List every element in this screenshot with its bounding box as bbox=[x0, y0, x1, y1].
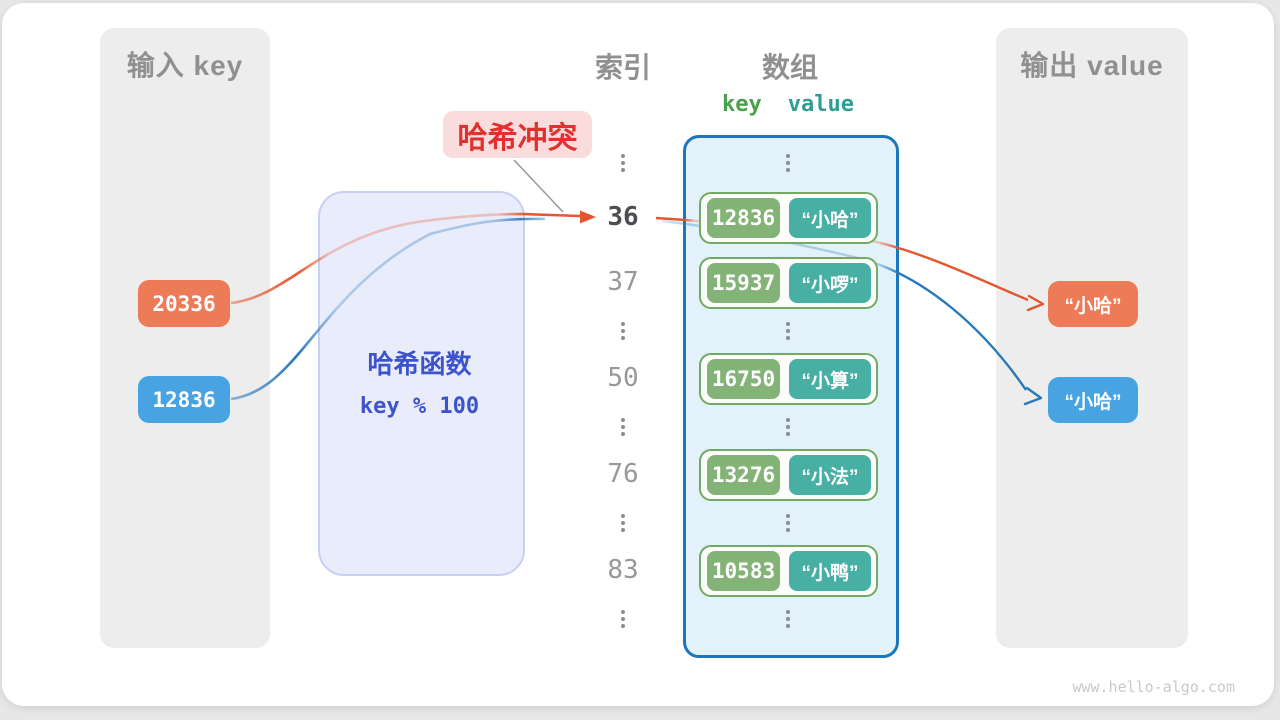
array-pair-row: 13276 “小法” bbox=[699, 449, 878, 501]
pair-key: 16750 bbox=[707, 359, 780, 399]
pair-key: 10583 bbox=[707, 551, 780, 591]
hash-collision-label: 哈希冲突 bbox=[443, 111, 592, 158]
pair-value: “小啰” bbox=[789, 263, 871, 303]
hash-function-title: 哈希函数 bbox=[367, 349, 472, 379]
index-value-76: 76 bbox=[607, 459, 639, 489]
array-column-header: 数组 bbox=[761, 52, 818, 83]
pair-value: “小哈” bbox=[789, 198, 871, 238]
output-panel-title: 输出 value bbox=[1020, 50, 1164, 81]
array-ellipsis bbox=[778, 610, 798, 628]
input-panel bbox=[100, 28, 270, 648]
input-key-12836: 12836 bbox=[138, 376, 230, 423]
array-ellipsis bbox=[778, 418, 798, 436]
hash-function-box bbox=[318, 191, 525, 576]
output-value-orange: “小哈” bbox=[1048, 281, 1138, 327]
input-panel-title: 输入 key bbox=[126, 50, 244, 81]
index-ellipsis bbox=[613, 322, 633, 340]
pair-key: 15937 bbox=[707, 263, 780, 303]
array-pair-row: 10583 “小鸭” bbox=[699, 545, 878, 597]
pair-key: 12836 bbox=[707, 198, 780, 238]
index-value-37: 37 bbox=[607, 267, 639, 297]
output-panel bbox=[996, 28, 1188, 648]
key-value-header: key value bbox=[683, 92, 893, 117]
array-pair-row: 12836 “小哈” bbox=[699, 192, 878, 244]
pair-key: 13276 bbox=[707, 455, 780, 495]
array-ellipsis bbox=[778, 514, 798, 532]
index-value-50: 50 bbox=[607, 363, 639, 393]
pair-value: “小鸭” bbox=[789, 551, 871, 591]
input-key-20336: 20336 bbox=[138, 280, 230, 327]
pair-value: “小算” bbox=[789, 359, 871, 399]
index-column-header: 索引 bbox=[594, 52, 651, 83]
value-header-label: value bbox=[787, 92, 854, 117]
index-value-83: 83 bbox=[607, 555, 639, 585]
index-ellipsis bbox=[613, 418, 633, 436]
key-header-label: key bbox=[722, 92, 762, 117]
output-value-blue: “小哈” bbox=[1048, 377, 1138, 423]
array-ellipsis bbox=[778, 154, 798, 172]
watermark: www.hello-algo.com bbox=[1072, 678, 1235, 696]
array-ellipsis bbox=[778, 322, 798, 340]
hash-function-formula: key % 100 bbox=[359, 394, 480, 419]
index-value-36: 36 bbox=[607, 202, 639, 232]
index-ellipsis bbox=[613, 154, 633, 172]
array-pair-row: 15937 “小啰” bbox=[699, 257, 878, 309]
array-pair-row: 16750 “小算” bbox=[699, 353, 878, 405]
pair-value: “小法” bbox=[789, 455, 871, 495]
index-ellipsis bbox=[613, 610, 633, 628]
index-ellipsis bbox=[613, 514, 633, 532]
